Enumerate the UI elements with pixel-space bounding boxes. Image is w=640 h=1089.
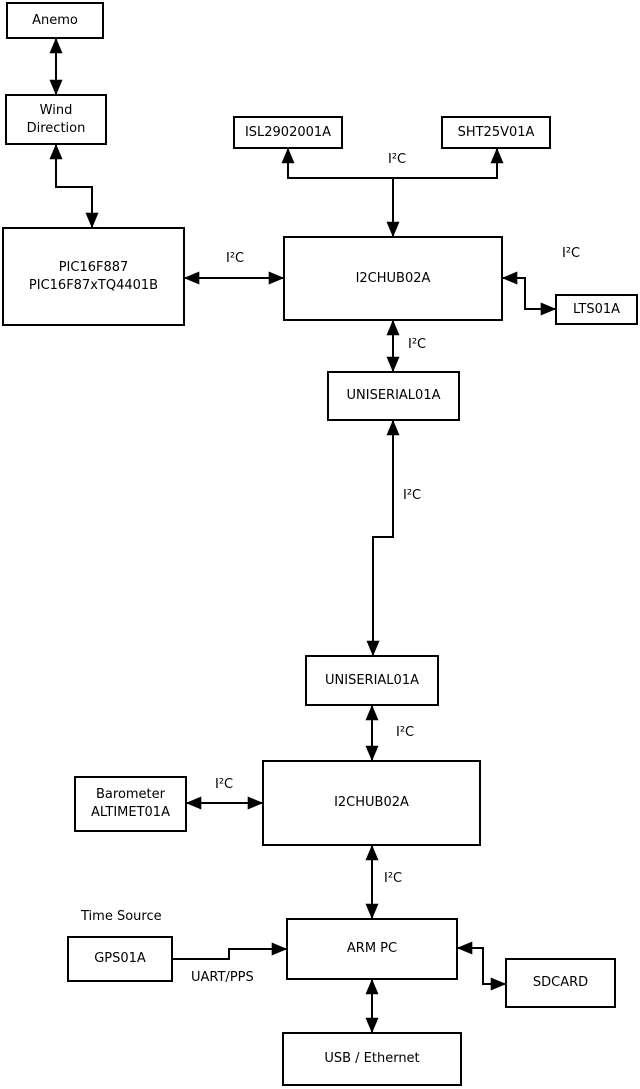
edge-hub1-lts: [501, 271, 557, 316]
node-usb-ethernet: USB / Ethernet: [282, 1032, 462, 1086]
label-i2c-barometer-hub2: I²C: [215, 777, 234, 792]
label-i2c-uniserial-link: I²C: [403, 488, 422, 503]
label-i2c-uniserial2-hub2: I²C: [396, 725, 415, 740]
edge-wind-pic: [49, 143, 99, 229]
label-i2c-hub2-armpc: I²C: [384, 871, 403, 886]
node-arm-pc: ARM PC: [286, 918, 458, 980]
edge-uniserial1-uniserial2: [366, 419, 400, 657]
label-i2c-sensors: I²C: [388, 152, 407, 167]
node-isl2902001a: ISL2902001A: [233, 116, 343, 149]
label-i2c-hub1-uniserial1: I²C: [408, 337, 427, 352]
node-i2chub02a-2: I2CHUB02A: [262, 760, 481, 846]
node-sdcard: SDCARD: [505, 958, 616, 1008]
node-uniserial01a-1: UNISERIAL01A: [327, 371, 460, 421]
node-gps01a: GPS01A: [67, 936, 173, 982]
node-anemo: Anemo: [6, 2, 104, 39]
edge-armpc-sdcard: [456, 941, 507, 991]
node-sht25v01a: SHT25V01A: [441, 116, 551, 149]
label-time-source: Time Source: [81, 909, 162, 924]
node-i2chub02a-1: I2CHUB02A: [283, 236, 503, 321]
label-uart-pps: UART/PPS: [191, 970, 254, 985]
node-wind-direction: Wind Direction: [5, 94, 107, 145]
node-uniserial01a-2: UNISERIAL01A: [305, 655, 439, 706]
edge-gps-armpc: [173, 942, 288, 960]
node-lts01a: LTS01A: [555, 294, 638, 325]
node-pic16f887: PIC16F887 PIC16F87xTQ4401B: [2, 227, 185, 326]
label-i2c-pic-hub1: I²C: [226, 251, 245, 266]
label-i2c-hub1-lts: I²C: [562, 246, 581, 261]
node-barometer-altimet01a: Barometer ALTIMET01A: [74, 776, 187, 832]
